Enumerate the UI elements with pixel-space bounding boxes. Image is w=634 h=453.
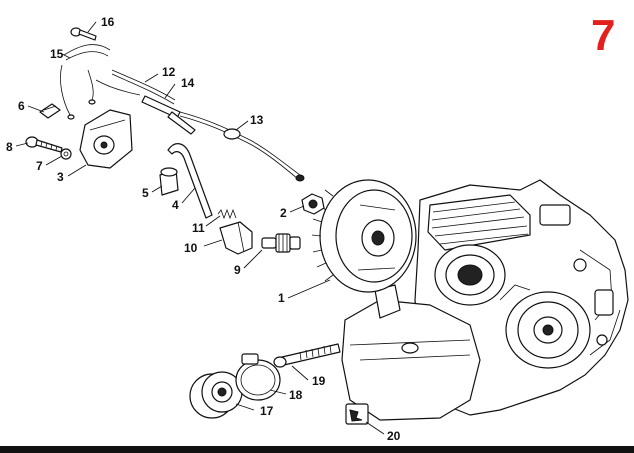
washer-part bbox=[60, 148, 72, 160]
callout-20: 20 bbox=[387, 429, 401, 443]
callout-4: 4 bbox=[172, 198, 179, 212]
callout-10: 10 bbox=[184, 241, 198, 255]
ignition-module-part bbox=[79, 109, 133, 169]
callout-labels: 16 15 12 14 13 6 8 7 3 5 4 11 10 9 2 1 1… bbox=[6, 15, 401, 443]
flywheel-nut-part bbox=[301, 193, 325, 215]
bottom-border-bar bbox=[0, 446, 634, 453]
tank-housing bbox=[341, 284, 481, 421]
callout-12: 12 bbox=[162, 65, 176, 79]
callout-2: 2 bbox=[280, 206, 287, 220]
callout-19: 19 bbox=[312, 374, 326, 388]
sleeve-part bbox=[141, 95, 196, 135]
callout-9: 9 bbox=[234, 263, 241, 277]
leader-lines bbox=[15, 21, 385, 435]
callout-11: 11 bbox=[192, 221, 205, 235]
decal-part bbox=[345, 403, 369, 425]
callout-8: 8 bbox=[6, 140, 13, 154]
callout-1: 1 bbox=[278, 291, 285, 305]
callout-6: 6 bbox=[18, 99, 25, 113]
callout-7: 7 bbox=[36, 159, 43, 173]
wiring-harness-part bbox=[95, 69, 176, 105]
ground-wire-part bbox=[179, 111, 305, 182]
callout-15: 15 bbox=[50, 47, 64, 61]
callout-13: 13 bbox=[250, 113, 264, 127]
spark-plug-boot-part bbox=[219, 221, 253, 255]
callout-3: 3 bbox=[57, 170, 64, 184]
callout-16: 16 bbox=[101, 15, 115, 29]
adjusting-screw-part bbox=[273, 343, 341, 368]
section-number: 7 bbox=[591, 11, 615, 60]
callout-5: 5 bbox=[142, 186, 149, 200]
clip-part bbox=[39, 103, 61, 119]
callout-17: 17 bbox=[260, 404, 274, 418]
spark-plug-part bbox=[261, 233, 301, 253]
callout-18: 18 bbox=[289, 388, 303, 402]
screw-16-part bbox=[70, 27, 97, 41]
intake-flange-part bbox=[189, 371, 243, 419]
hose-clamp-part bbox=[235, 353, 281, 401]
flywheel-part bbox=[311, 179, 417, 293]
callout-14: 14 bbox=[181, 76, 195, 90]
spring-part bbox=[217, 208, 237, 220]
short-circuit-wire-part bbox=[60, 44, 111, 120]
ignition-lead-part bbox=[167, 143, 213, 219]
grommet-part bbox=[159, 167, 179, 196]
screw-part bbox=[25, 136, 63, 153]
